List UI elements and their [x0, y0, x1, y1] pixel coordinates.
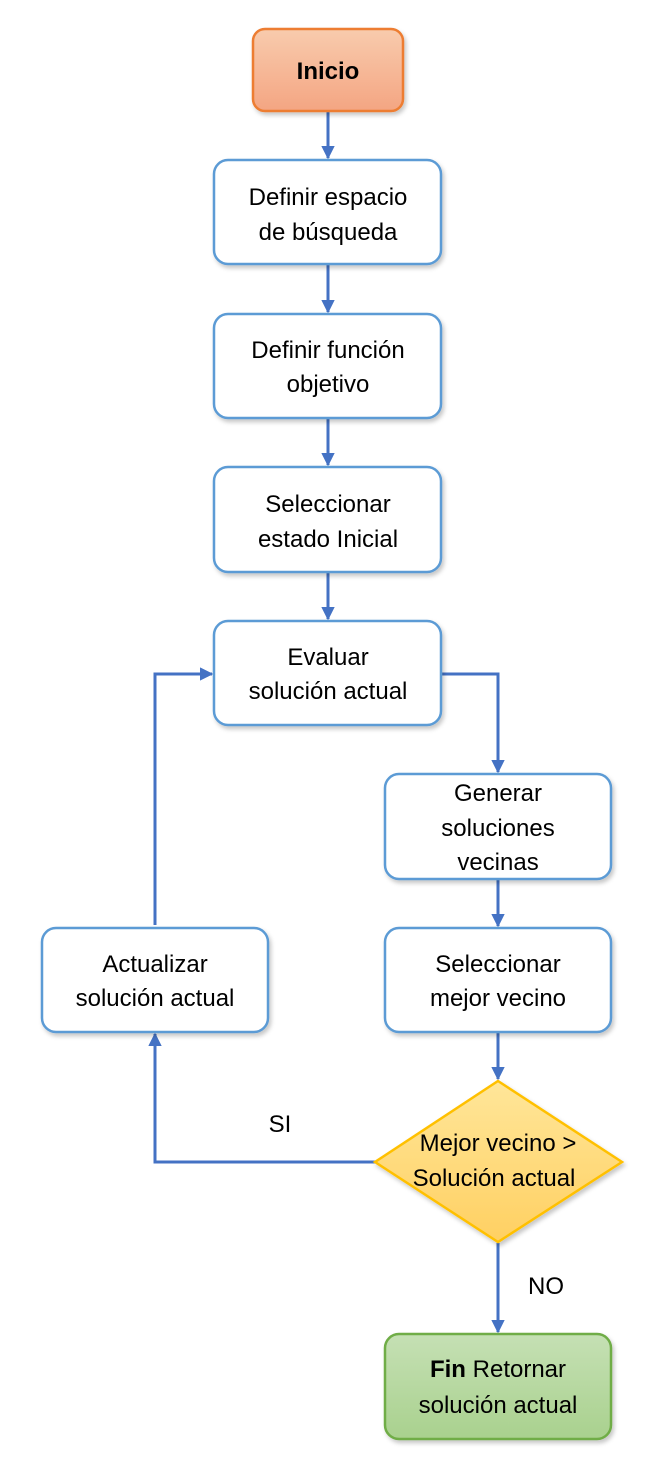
define-space-line2: de búsqueda — [259, 219, 398, 246]
process-define-objective-function: Definir función objetivo — [212, 312, 443, 420]
connector-update-to-evaluate — [153, 667, 214, 925]
select-initial-line1: Seleccionar — [265, 491, 390, 518]
process-define-search-space: Definir espacio de búsqueda — [212, 158, 443, 266]
end-line2: solución actual — [419, 1392, 578, 1419]
end-bold-label: Fin — [430, 1356, 466, 1383]
edge-label-no: NO — [528, 1273, 564, 1300]
process-update-current-solution: Actualizar solución actual — [40, 926, 270, 1034]
process-select-initial-state: Seleccionar estado Inicial — [212, 465, 443, 574]
end-line1-rest: Retornar — [466, 1356, 566, 1383]
update-line2: solución actual — [76, 985, 235, 1012]
edge-label-yes: SI — [269, 1111, 292, 1138]
generate-line2: soluciones — [441, 815, 554, 842]
select-best-line2: mejor vecino — [430, 985, 566, 1012]
update-line1: Actualizar — [102, 951, 207, 978]
select-best-line1: Seleccionar — [435, 951, 560, 978]
evaluate-line2: solución actual — [249, 678, 408, 705]
select-initial-line2: estado Inicial — [258, 526, 398, 553]
define-space-line1: Definir espacio — [249, 184, 408, 211]
define-function-line1: Definir función — [251, 337, 404, 364]
start-node: Inicio — [251, 27, 405, 113]
process-generate-neighbors: Generar soluciones vecinas — [383, 772, 613, 881]
decision-better-neighbor: Mejor vecino > Solución actual — [372, 1079, 625, 1244]
decision-line2: Solución actual — [413, 1165, 576, 1192]
connector-evaluate-to-generate — [442, 672, 505, 774]
end-node: Fin Retornar solución actual — [383, 1332, 613, 1441]
process-evaluate-current-solution: Evaluar solución actual — [212, 619, 443, 727]
generate-line1: Generar — [454, 780, 542, 807]
decision-line1: Mejor vecino > — [420, 1130, 577, 1157]
generate-line3: vecinas — [457, 849, 538, 876]
end-line1: Fin Retornar — [430, 1356, 566, 1383]
define-function-line2: objetivo — [287, 371, 370, 398]
connectors — [148, 112, 505, 1334]
evaluate-line1: Evaluar — [287, 644, 368, 671]
start-label: Inicio — [297, 58, 360, 85]
connector-decision-yes-to-update — [148, 1032, 375, 1164]
process-select-best-neighbor: Seleccionar mejor vecino — [383, 926, 613, 1034]
